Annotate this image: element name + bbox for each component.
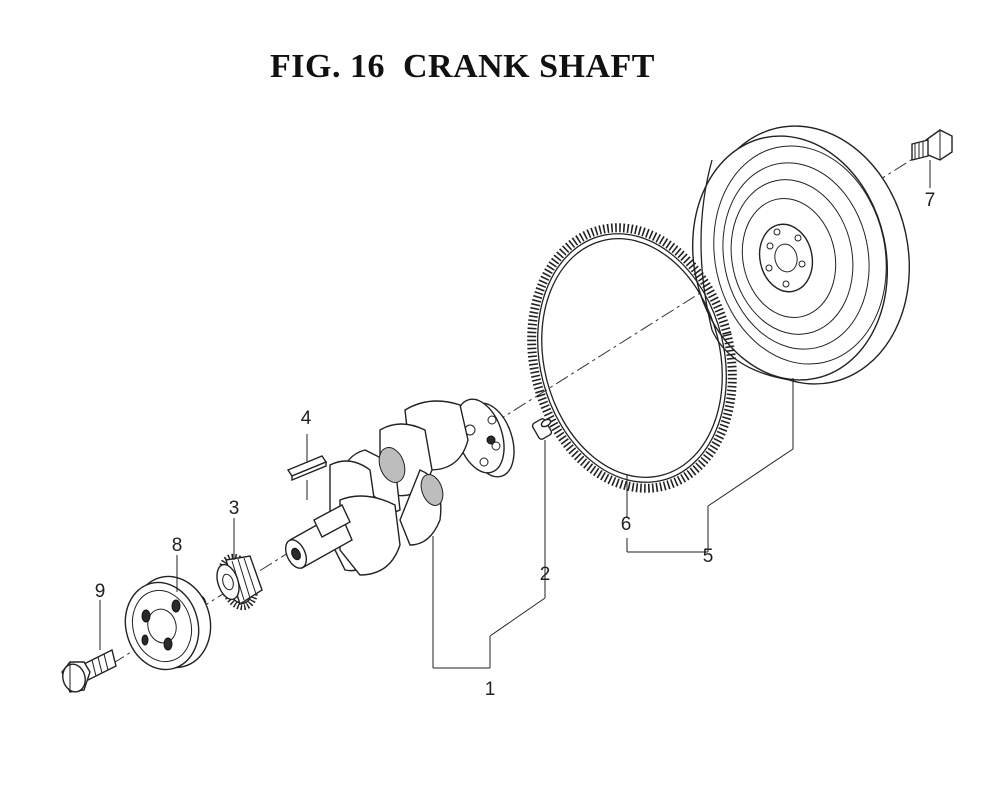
- dowel-pin: [531, 418, 553, 440]
- key: [286, 455, 328, 482]
- leader-lines: [99, 160, 931, 669]
- callout-7: 7: [925, 190, 936, 211]
- pulley-bolt: [61, 648, 117, 693]
- callout-9: 9: [95, 581, 106, 602]
- crank-gear: [216, 553, 263, 611]
- callout-4: 4: [301, 408, 312, 429]
- callout-1: 1: [485, 679, 496, 700]
- callout-8: 8: [172, 535, 183, 556]
- callout-5: 5: [703, 546, 714, 567]
- callout-2: 2: [540, 564, 551, 585]
- crank-pulley: [124, 575, 212, 671]
- callout-6: 6: [621, 514, 632, 535]
- ring-gear: [527, 223, 737, 493]
- flywheel: [691, 125, 911, 385]
- callout-3: 3: [229, 498, 240, 519]
- flywheel-bolt: [911, 129, 953, 161]
- page-title: FIG. 16 CRANK SHAFT: [270, 48, 655, 85]
- crank-shaft: [284, 398, 515, 576]
